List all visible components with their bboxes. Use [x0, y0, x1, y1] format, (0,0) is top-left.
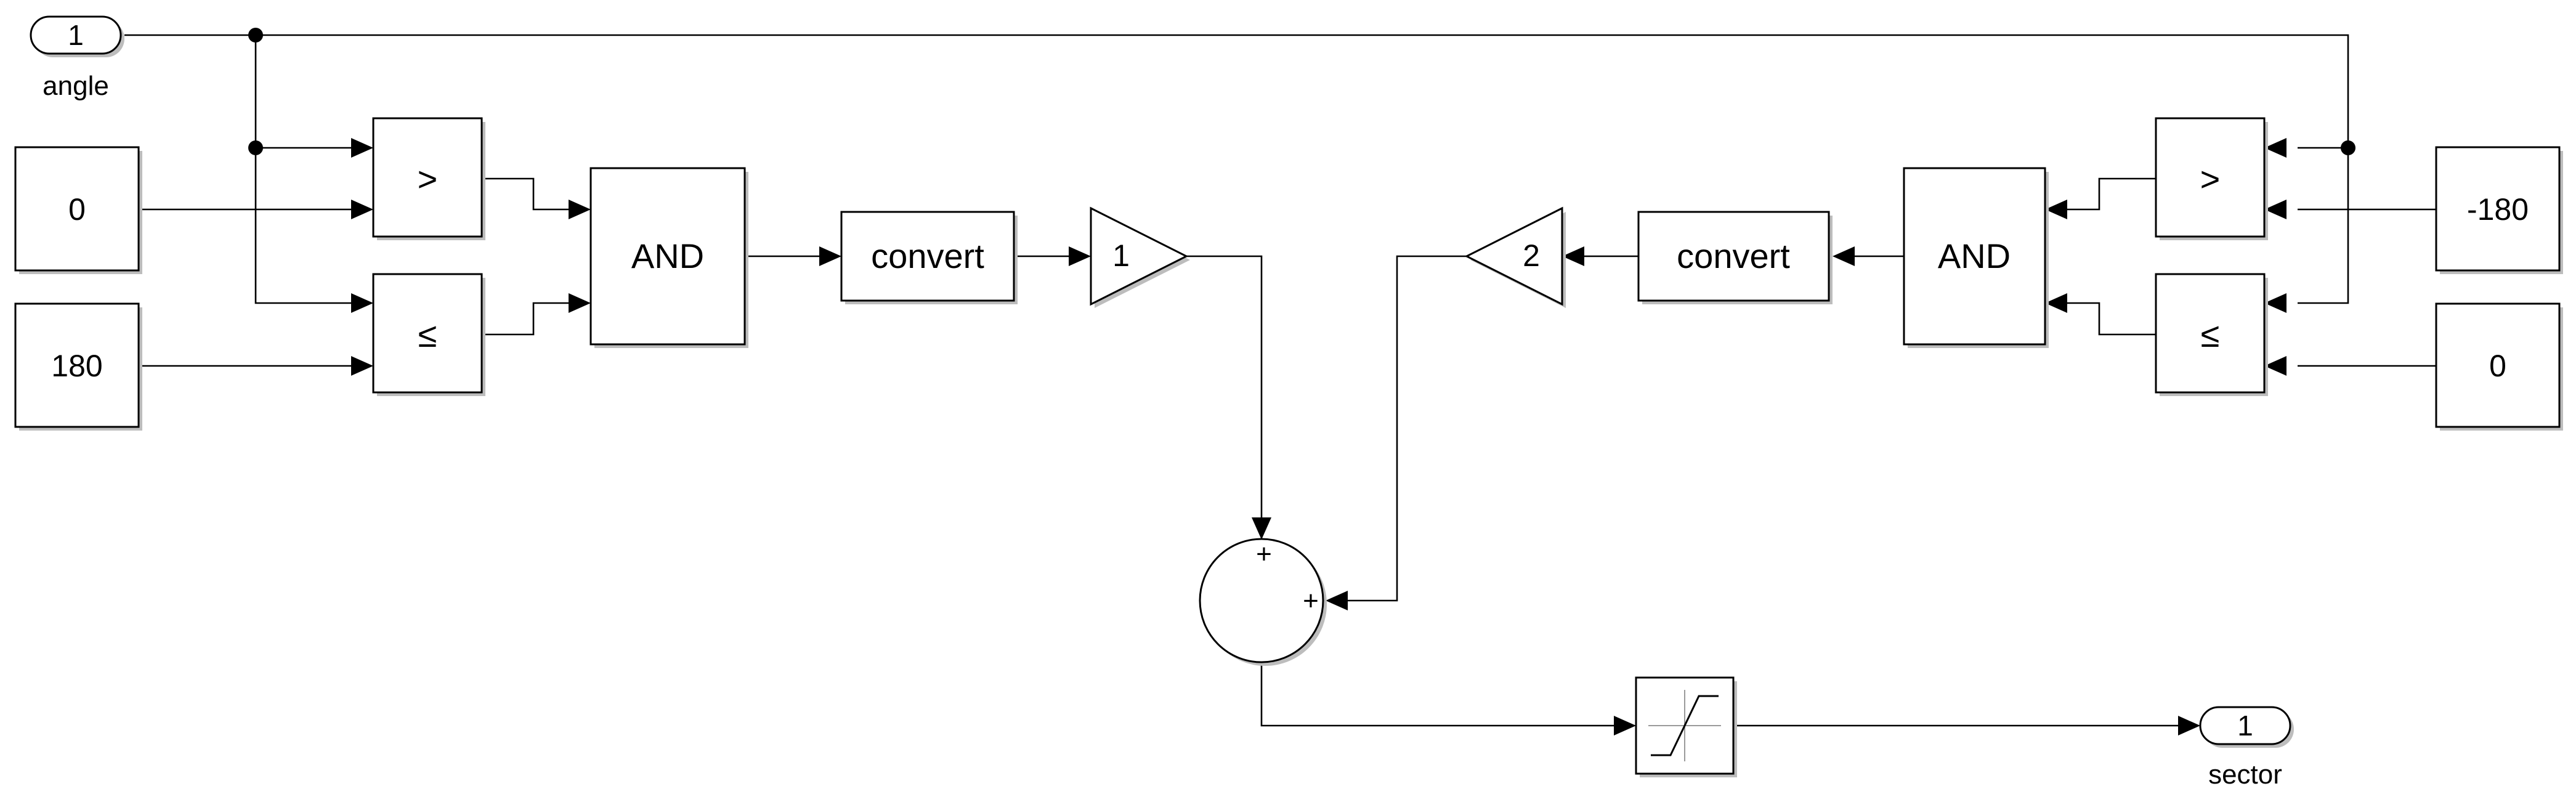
arrow-icon — [351, 200, 373, 219]
relop-le-right[interactable]: ≤ — [2155, 273, 2268, 396]
arrow-icon — [2264, 356, 2286, 376]
constant-value: 180 — [51, 349, 102, 383]
arrow-icon — [1562, 246, 1584, 266]
sum-block[interactable]: + + — [1199, 538, 1327, 666]
outport-number: 1 — [2237, 710, 2253, 742]
junction-dot — [248, 28, 263, 43]
constant-value: -180 — [2467, 192, 2529, 227]
line-sum-to-saturation — [1260, 663, 1614, 727]
convert-label: convert — [871, 237, 984, 275]
convert-label: convert — [1677, 237, 1790, 275]
line-angle-right-trunk — [2298, 148, 2349, 304]
line-angle-left-trunk — [254, 35, 358, 304]
outport-shape[interactable] — [2199, 706, 2291, 745]
relop-symbol: > — [418, 160, 438, 198]
arrow-icon — [2178, 716, 2200, 735]
inport-number: 1 — [68, 19, 84, 51]
gain-block-right[interactable]: 2 — [1464, 206, 1566, 308]
constant-block-left-b[interactable]: 180 — [14, 302, 142, 431]
arrow-icon — [2264, 138, 2286, 158]
logic-and-left[interactable]: AND — [589, 167, 748, 348]
outport-name: sector — [2208, 759, 2282, 790]
junction-dot — [2341, 140, 2355, 155]
relop-le-left[interactable]: ≤ — [372, 273, 485, 396]
line-angle-top — [124, 34, 2349, 148]
line-gain2-to-sum — [1348, 255, 1467, 602]
logic-and-right[interactable]: AND — [1903, 167, 2049, 348]
constant-block-left-a[interactable]: 0 — [14, 146, 142, 274]
logic-label: AND — [1938, 237, 2011, 275]
arrow-heads — [351, 138, 2286, 735]
relop-symbol: > — [2200, 160, 2221, 198]
inport-name: angle — [43, 71, 109, 101]
arrow-icon — [351, 293, 373, 313]
arrow-icon — [2045, 200, 2067, 219]
line-gt-to-and-left — [482, 177, 576, 211]
relop-symbol: ≤ — [418, 315, 437, 354]
outport-sector[interactable]: 1 sector — [2199, 706, 2294, 790]
gain-value: 2 — [1523, 238, 1540, 273]
constant-block-right-b[interactable]: 0 — [2435, 302, 2563, 431]
arrow-icon — [2045, 293, 2067, 313]
constant-value: 0 — [2489, 349, 2506, 383]
relop-gt-right[interactable]: > — [2155, 117, 2268, 240]
arrow-icon — [1252, 517, 1271, 540]
convert-block-left[interactable]: convert — [840, 211, 1018, 304]
line-gain1-to-sum — [1186, 255, 1263, 525]
sum-sign-top: + — [1256, 539, 1272, 569]
relop-symbol: ≤ — [2201, 315, 2220, 354]
gain-block-left[interactable]: 1 — [1090, 206, 1190, 308]
arrow-icon — [2264, 293, 2286, 313]
arrow-icon — [351, 356, 373, 376]
constant-value: 0 — [68, 192, 86, 227]
arrow-icon — [569, 293, 591, 313]
gain-value: 1 — [1112, 238, 1130, 273]
arrow-icon — [819, 246, 841, 266]
arrow-icon — [1326, 591, 1348, 610]
inport-shape[interactable] — [30, 15, 122, 55]
saturation-block[interactable] — [1635, 676, 1737, 777]
saturation-icon — [1648, 690, 1721, 761]
arrow-icon — [1069, 246, 1091, 266]
convert-block-right[interactable]: convert — [1637, 211, 1833, 304]
arrow-icon — [351, 138, 373, 158]
arrow-icon — [2264, 200, 2286, 219]
inport-angle[interactable]: 1 angle — [30, 15, 124, 101]
line-le-to-and-left — [482, 302, 576, 336]
arrow-icon — [1833, 246, 1855, 266]
signal-lines — [124, 34, 2436, 727]
junction-dots — [248, 28, 2355, 155]
constant-block-right-a[interactable]: -180 — [2435, 146, 2563, 274]
sum-sign-right: + — [1303, 586, 1319, 616]
junction-dot — [248, 140, 263, 155]
line-gt-to-and-right — [2067, 177, 2156, 211]
arrow-icon — [569, 200, 591, 219]
relop-gt-left[interactable]: > — [372, 117, 485, 240]
logic-label: AND — [631, 237, 704, 275]
line-le-to-and-right — [2067, 302, 2156, 336]
arrow-icon — [1614, 716, 1636, 735]
